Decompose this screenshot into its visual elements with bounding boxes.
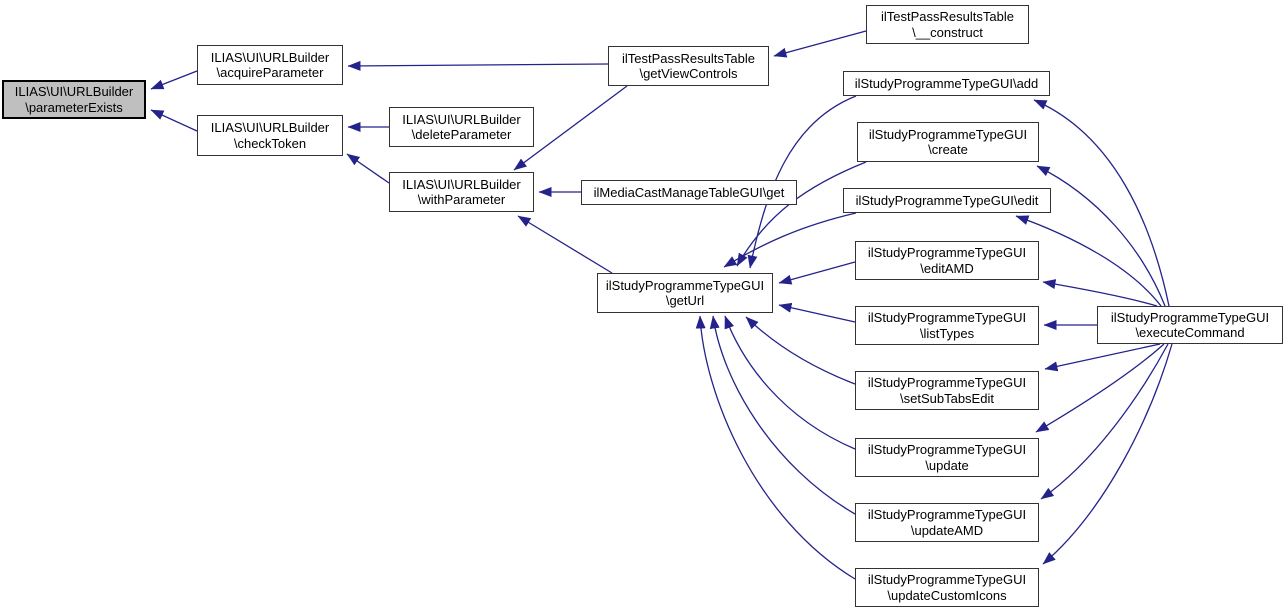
node-label: \create bbox=[928, 142, 968, 157]
edge-executeCommand-add bbox=[1033, 99, 1170, 307]
edge-setSubTabsEdit-getUrl bbox=[745, 316, 856, 385]
node-create[interactable]: ilStudyProgrammeTypeGUI \create bbox=[857, 122, 1039, 162]
edge-acquireParameter-parameterExists bbox=[150, 70, 198, 90]
edge-withParameter-checkToken bbox=[346, 153, 390, 184]
node-label: ilStudyProgrammeTypeGUI bbox=[867, 572, 1027, 587]
node-label: \executeCommand bbox=[1135, 325, 1245, 340]
node-label: \setSubTabsEdit bbox=[900, 390, 994, 406]
edge-executeCommand-edit bbox=[1015, 215, 1162, 307]
node-update-custom-icons[interactable]: ilStudyProgrammeTypeGUI \updateCustomIco… bbox=[855, 568, 1039, 607]
node-update-amd[interactable]: ilStudyProgrammeTypeGUI \updateAMD bbox=[855, 503, 1039, 542]
node-get-view-controls[interactable]: ilTestPassResultsTable \getViewControls bbox=[608, 46, 769, 86]
edge-executeCommand-updateAMD bbox=[1040, 343, 1169, 500]
edge-getViewControls-withParameter bbox=[513, 85, 628, 171]
edge-executeCommand-editAMD bbox=[1042, 279, 1158, 307]
node-label: \acquireParameter bbox=[216, 65, 324, 80]
node-edit-amd[interactable]: ilStudyProgrammeTypeGUI \editAMD bbox=[855, 241, 1039, 280]
node-label: ILIAS\UI\URLBuilder bbox=[402, 111, 521, 127]
node-label: \updateAMD bbox=[910, 522, 984, 538]
node-label: ilStudyProgrammeTypeGUI bbox=[1110, 309, 1270, 325]
node-acquire-parameter[interactable]: ILIAS\UI\URLBuilder \acquireParameter bbox=[197, 45, 343, 85]
node-list-types[interactable]: ilStudyProgrammeTypeGUI \listTypes bbox=[855, 306, 1039, 345]
node-get-url[interactable]: ilStudyProgrammeTypeGUI \getUrl bbox=[597, 273, 773, 313]
edge-checkToken-parameterExists bbox=[150, 109, 198, 132]
node-update[interactable]: ilStudyProgrammeTypeGUI \update bbox=[855, 438, 1039, 477]
node-label: ilMediaCastManageTableGUI\get bbox=[593, 184, 785, 200]
node-delete-parameter[interactable]: ILIAS\UI\URLBuilder \deleteParameter bbox=[389, 107, 534, 147]
node-label: \deleteParameter bbox=[411, 127, 512, 142]
node-label: \parameterExists bbox=[25, 99, 123, 115]
edge-editAMD-getUrl bbox=[778, 261, 856, 285]
edge-updateCustomIcons-getUrl bbox=[695, 315, 856, 580]
edge-executeCommand-update bbox=[1035, 343, 1165, 433]
node-label: ilStudyProgrammeTypeGUI bbox=[868, 126, 1028, 142]
edge-getViewControls-acquireParameter bbox=[347, 60, 609, 71]
edge-executeCommand-create bbox=[1036, 165, 1166, 307]
node-label: ilTestPassResultsTable bbox=[622, 50, 755, 66]
node-label: ilStudyProgrammeTypeGUI bbox=[867, 245, 1027, 260]
node-set-sub-tabs-edit[interactable]: ilStudyProgrammeTypeGUI \setSubTabsEdit bbox=[855, 371, 1039, 410]
node-label: ILIAS\UI\URLBuilder bbox=[402, 176, 521, 192]
node-execute-command[interactable]: ilStudyProgrammeTypeGUI \executeCommand bbox=[1097, 306, 1283, 344]
node-construct[interactable]: ilTestPassResultsTable \__construct bbox=[866, 5, 1029, 44]
edge-add-getUrl bbox=[747, 95, 857, 269]
edge-getUrl-withParameter bbox=[517, 215, 613, 274]
node-label: ilStudyProgrammeTypeGUI bbox=[605, 277, 765, 293]
node-label: \update bbox=[925, 457, 969, 473]
node-label: ilTestPassResultsTable bbox=[881, 9, 1014, 24]
node-label: \__construct bbox=[912, 24, 983, 40]
node-edit[interactable]: ilStudyProgrammeTypeGUI\edit bbox=[843, 188, 1051, 213]
node-label: \checkToken bbox=[233, 135, 307, 151]
node-mediacast-get[interactable]: ilMediaCastManageTableGUI\get bbox=[581, 180, 797, 205]
edge-update-getUrl bbox=[724, 315, 856, 450]
node-label: ilStudyProgrammeTypeGUI\edit bbox=[855, 192, 1039, 208]
node-label: \getViewControls bbox=[639, 66, 738, 81]
node-add[interactable]: ilStudyProgrammeTypeGUI\add bbox=[843, 71, 1050, 96]
edge-executeCommand-updateCustomIcons bbox=[1042, 343, 1173, 565]
node-label: ILIAS\UI\URLBuilder bbox=[210, 49, 330, 65]
node-check-token[interactable]: ILIAS\UI\URLBuilder \checkToken bbox=[197, 115, 343, 156]
node-label: ilStudyProgrammeTypeGUI bbox=[867, 375, 1027, 390]
node-label: \getUrl bbox=[665, 293, 705, 308]
edge-construct-getViewControls bbox=[773, 30, 867, 58]
node-with-parameter[interactable]: ILIAS\UI\URLBuilder \withParameter bbox=[389, 172, 534, 212]
edge-executeCommand-setSubTabsEdit bbox=[1044, 343, 1161, 372]
node-label: ilStudyProgrammeTypeGUI bbox=[867, 442, 1027, 457]
node-label: \editAMD bbox=[920, 260, 974, 276]
node-label: ILIAS\UI\URLBuilder bbox=[14, 84, 134, 99]
edge-create-getUrl bbox=[736, 161, 867, 267]
edge-edit-getUrl bbox=[723, 212, 857, 268]
node-label: \listTypes bbox=[919, 325, 975, 341]
node-label: \updateCustomIcons bbox=[887, 587, 1007, 603]
node-label: ilStudyProgrammeTypeGUI\add bbox=[854, 75, 1039, 91]
edge-updateAMD-getUrl bbox=[709, 315, 856, 515]
node-label: ilStudyProgrammeTypeGUI bbox=[867, 310, 1027, 325]
node-label: ILIAS\UI\URLBuilder bbox=[210, 120, 330, 135]
node-parameter-exists[interactable]: ILIAS\UI\URLBuilder \parameterExists bbox=[2, 80, 146, 119]
edge-listTypes-getUrl bbox=[778, 302, 856, 323]
node-label: \withParameter bbox=[417, 192, 506, 207]
node-label: ilStudyProgrammeTypeGUI bbox=[867, 507, 1027, 522]
